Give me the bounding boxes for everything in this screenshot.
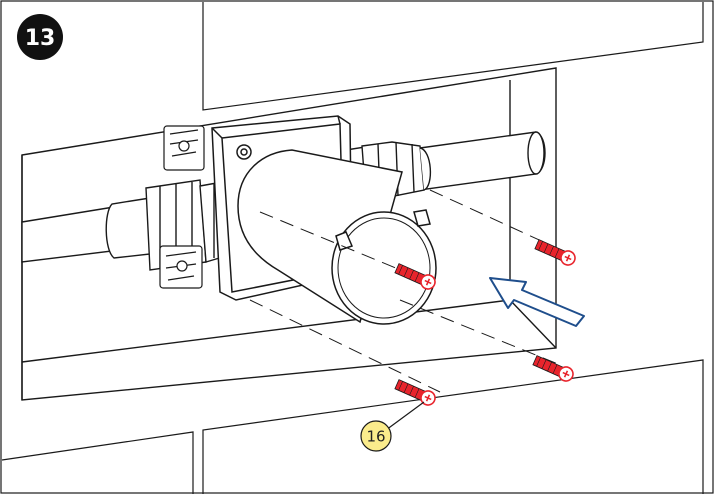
screw-icon <box>532 355 574 382</box>
tile-bottom-left <box>1 431 194 494</box>
line-lower-right <box>399 299 559 365</box>
cylinder <box>237 149 437 325</box>
screws <box>394 239 576 406</box>
screw-icon <box>534 239 576 266</box>
callout-label: 16 <box>366 428 385 446</box>
line-lower-left <box>249 299 441 393</box>
step-badge-circle <box>17 14 63 60</box>
step-badge: 13 <box>17 14 63 60</box>
tile-bottom-right <box>202 359 704 494</box>
screw-icon <box>394 263 436 290</box>
alignment-lines <box>249 189 559 393</box>
step-number: 13 <box>25 26 56 51</box>
wall-tiles <box>1 2 704 494</box>
tile-top <box>202 2 704 111</box>
callout: 16 <box>360 401 425 452</box>
screw-icon <box>394 379 436 406</box>
insert-arrow-icon <box>489 277 585 327</box>
line-center <box>259 211 421 279</box>
callout-circle <box>360 420 392 452</box>
mounting-tabs <box>159 125 205 289</box>
cylinder-face <box>331 211 437 325</box>
callout-leader <box>385 401 425 431</box>
pipe-right-end <box>527 131 545 175</box>
